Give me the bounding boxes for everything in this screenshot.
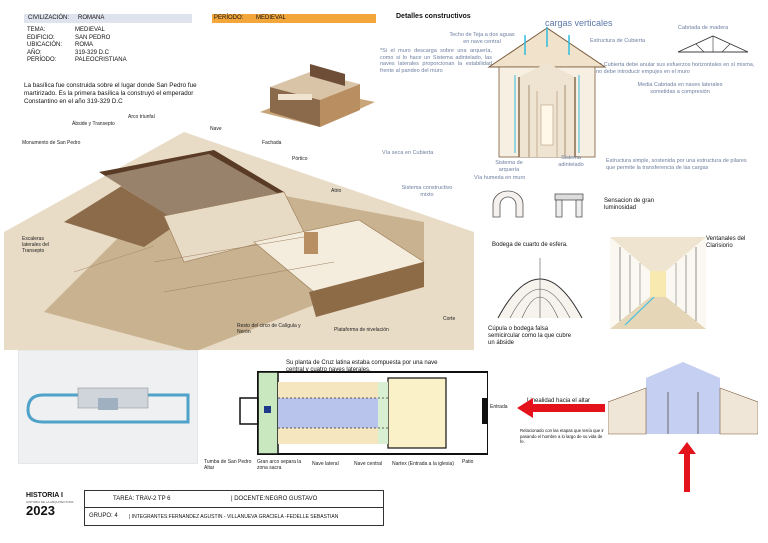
nave-label: Nave <box>210 126 222 132</box>
media-cabriada-note: Media Cabriada en naves laterales someti… <box>637 82 723 95</box>
arch-system-icon <box>492 190 524 218</box>
logo-sub: HISTORIA DE LA ARQUITECTURA <box>26 500 74 504</box>
via-seca-label: Vía seca en Cubierta <box>382 150 434 156</box>
info-row: UBICACIÓN:ROMA <box>27 42 93 48</box>
logo-top: HISTORIA I <box>26 492 63 499</box>
info-row: PERÍODO:PALEOCRISTIANA <box>27 57 127 63</box>
muro-note: *Si el muro descarga sobre una arquería,… <box>380 48 492 74</box>
monumento-label: Monumento de San Pedro <box>22 140 81 146</box>
cargas-label: cargas verticales <box>545 18 613 28</box>
period-bar: PERÍODO: MEDIEVAL <box>212 14 376 23</box>
techo-label: Techo de Teja a dos aguas en nave centra… <box>449 32 515 45</box>
truss-icon <box>677 35 749 53</box>
logo-year: 2023 <box>26 503 55 518</box>
floor-plan <box>239 371 488 455</box>
fachada-label: Fachada <box>262 140 282 146</box>
relacionado-note: Relacionado con las etapas que tenía que… <box>520 428 604 444</box>
civilization-bar: CIVILIZACIÓN: ROMANA <box>24 14 192 23</box>
patio-label: Patio <box>462 459 474 465</box>
interior-perspective <box>610 237 706 329</box>
sistema-arqueria-label: Sistema de arquería <box>495 160 523 173</box>
nartex-label: Nartex (Entrada a la iglesia) <box>392 461 454 467</box>
plan-caption: Su planta de Cruz latina estaba compuest… <box>286 360 438 373</box>
dome-sketch <box>497 258 583 319</box>
lintel-system-icon <box>554 193 584 218</box>
entrada-label: Entrada <box>490 404 508 410</box>
info-row: TEMA:MEDIEVAL <box>27 27 105 33</box>
via-humeda-label: Vía humeda en muro <box>474 175 526 181</box>
portico-label: Pórtico <box>292 156 308 162</box>
plataforma-label: Plataforma de nivelación <box>334 327 389 333</box>
estructura-simple-note: Estructura simple, sostenida por una est… <box>606 158 747 171</box>
location-map <box>18 350 198 464</box>
tarea-text: TAREA: TRAV-2 TP 6 <box>113 496 171 502</box>
aerial-view-basilica <box>4 132 474 350</box>
nave-central-label: Nave central <box>354 461 383 467</box>
resto-label: Resto del circo de Calígula y Nerón <box>237 323 301 335</box>
info-row: AÑO:319-329 D.C <box>27 49 110 56</box>
civ-label: CIVILIZACIÓN: <box>28 15 70 21</box>
linealidad-label: Linealidad hacia el altar <box>527 398 591 404</box>
cubierta-note: La Cubierta debe anular sus esfuerzos ho… <box>596 62 755 75</box>
tumba-label: Tumba de San Pedro Altar <box>204 459 252 471</box>
atrio-label: Atrio <box>331 188 342 194</box>
arco-label: Arco triunfal <box>128 114 155 120</box>
bodega-label: Bodega de cuarto de esfera. <box>492 242 568 248</box>
footer-info-box: TAREA: TRAV-2 TP 6 | DOCENTE:NEGRO GUSTA… <box>84 490 384 526</box>
intro-text: La basílica fue construida sobre el luga… <box>24 82 197 105</box>
abside-label: Ábside y Transepto <box>72 121 115 127</box>
section-perspective <box>487 27 607 158</box>
per-value: MEDIEVAL <box>256 15 286 21</box>
grupo-text: GRUPO: 4 <box>89 513 118 519</box>
docente-text: | DOCENTE:NEGRO GUSTAVO <box>231 496 318 502</box>
details-title: Detalles constructivos <box>396 13 471 20</box>
sensacion-label: Sensacion de gran luminosidad <box>604 198 655 211</box>
integrantes-text: | INTEGRANTES:FERNANDEZ AGUSTIN - VILLAN… <box>129 514 339 520</box>
basilica-3d-model <box>260 64 375 127</box>
sistema-mixto-label: Sistema constructivo mixto <box>401 185 453 198</box>
red-arrow-left <box>517 398 605 418</box>
ventanales-label: Ventanales del Clarisiorio <box>706 236 746 249</box>
section-elevation <box>608 362 758 492</box>
per-label: PERÍODO: <box>214 15 244 21</box>
course-logo: HISTORIA I HISTORIA DE LA ARQUITECTURA 2… <box>26 492 76 518</box>
cupula-label: Cúpula o bodega falsa semicircular como … <box>488 326 572 346</box>
nave-lateral-label: Nave lateral <box>312 461 339 467</box>
cabriada-label: Cabriada de madera <box>678 25 729 31</box>
info-row: EDIFICIO:SAN PEDRO <box>27 34 111 41</box>
gran-arco-label: Gran arco separa la zona sacra <box>257 459 302 471</box>
info-table: TEMA:MEDIEVAL EDIFICIO:SAN PEDRO UBICACI… <box>27 27 167 65</box>
corte-label: Corte <box>443 316 456 322</box>
escaleras-label: Escaleras laterales del Transepto <box>22 236 49 254</box>
civ-value: ROMANA <box>78 15 105 21</box>
sistema-adintelado-label: Sistema adintelado <box>558 155 584 168</box>
estructura-cubierta-label: Estructura de Cubierta <box>590 38 646 44</box>
